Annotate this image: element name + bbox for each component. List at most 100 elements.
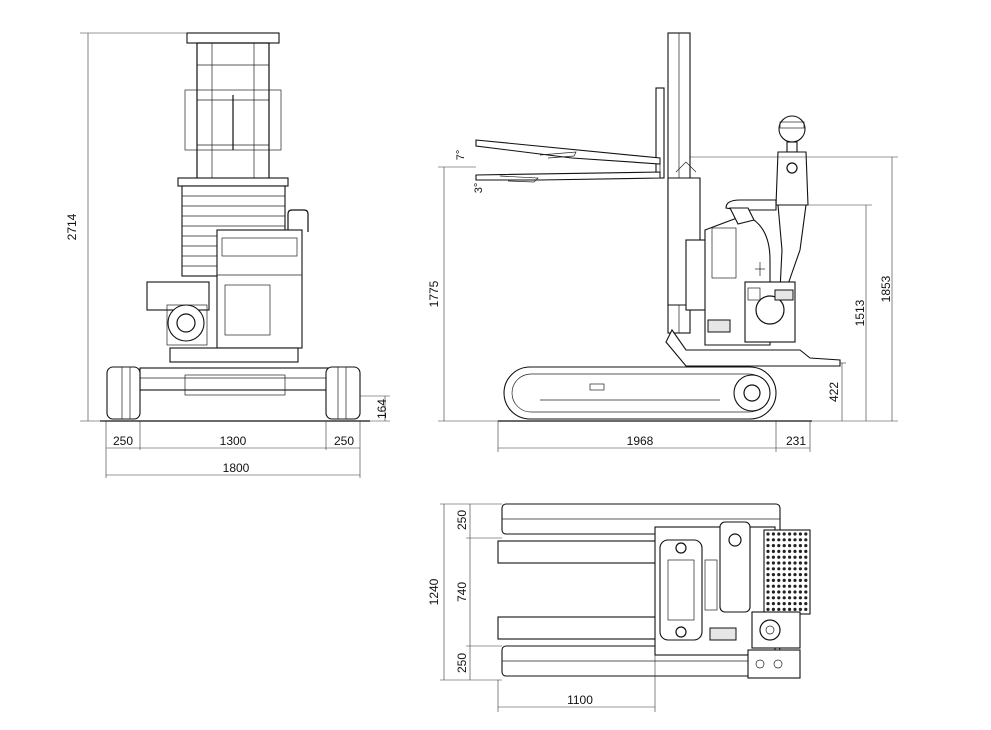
operator-figure	[725, 115, 809, 291]
radiator-dot	[798, 561, 803, 565]
side-fork-height: 1775	[427, 280, 441, 307]
radiator-dot	[766, 596, 770, 600]
top-view	[497, 503, 811, 679]
radiator-dot	[793, 538, 797, 542]
radiator-dot	[766, 549, 770, 554]
radiator-dot	[782, 602, 786, 606]
radiator-dot	[771, 555, 776, 559]
radiator-dot	[771, 538, 776, 542]
radiator-dot	[788, 607, 792, 612]
radiator-dot	[804, 561, 808, 565]
radiator-dot	[798, 573, 803, 577]
radiator-dot	[804, 607, 808, 612]
radiator-dot	[766, 584, 770, 588]
front-height-total: 2714	[65, 213, 79, 240]
radiator-dot	[771, 578, 776, 583]
radiator-dot	[777, 532, 781, 536]
radiator-dot	[798, 532, 803, 536]
radiator-dot	[771, 596, 776, 600]
radiator-dot	[777, 567, 781, 571]
radiator-dot	[766, 602, 770, 606]
radiator-dot	[766, 538, 770, 542]
radiator-dot	[782, 549, 786, 554]
radiator-dot	[782, 607, 786, 612]
front-width-total: 1800	[223, 461, 250, 475]
front-dimensions: 2714 164 250 1300 250 1800	[65, 32, 390, 478]
radiator-dot	[804, 578, 808, 583]
top-center-gap: 740	[455, 582, 469, 602]
radiator-dot	[777, 590, 781, 594]
radiator-dot	[793, 561, 797, 565]
radiator-dot	[771, 544, 776, 548]
radiator-dot	[788, 544, 792, 548]
radiator-dot	[766, 532, 770, 536]
fork-angle-up: 7°	[455, 150, 467, 161]
radiator-dot	[793, 555, 797, 559]
radiator-dot	[793, 596, 797, 600]
radiator-dot	[793, 567, 797, 571]
radiator-dots	[766, 532, 808, 612]
radiator-dot	[788, 567, 792, 571]
radiator-dot	[788, 561, 792, 565]
front-width-center: 1300	[220, 434, 247, 448]
radiator-dot	[771, 607, 776, 612]
front-ground-clearance: 164	[375, 399, 389, 419]
top-track-right: 250	[455, 653, 469, 673]
radiator-dot	[788, 590, 792, 594]
radiator-dot	[777, 596, 781, 600]
radiator-dot	[766, 578, 770, 583]
radiator-dot	[782, 561, 786, 565]
side-operator-height: 1853	[879, 275, 893, 302]
radiator-dot	[782, 584, 786, 588]
radiator-dot	[804, 567, 808, 571]
radiator-dot	[771, 573, 776, 577]
radiator-dot	[782, 532, 786, 536]
radiator-dot	[804, 584, 808, 588]
side-dimensions: 1775 1853 1513 422 1968 231	[427, 156, 898, 452]
front-view	[100, 32, 370, 422]
radiator-dot	[788, 602, 792, 606]
radiator-dot	[798, 590, 803, 594]
radiator-dot	[798, 602, 803, 606]
radiator-dot	[771, 567, 776, 571]
radiator-dot	[793, 590, 797, 594]
radiator-dot	[793, 549, 797, 554]
side-length-base: 1968	[627, 434, 654, 448]
radiator-dot	[798, 555, 803, 559]
top-track-left: 250	[455, 510, 469, 530]
radiator-dot	[793, 573, 797, 577]
radiator-dot	[798, 578, 803, 583]
radiator-dot	[788, 596, 792, 600]
radiator-dot	[782, 538, 786, 542]
radiator-dot	[766, 561, 770, 565]
radiator-dot	[804, 596, 808, 600]
side-view: 7° 3°	[455, 32, 841, 422]
radiator-dot	[771, 532, 776, 536]
radiator-dot	[777, 607, 781, 612]
radiator-dot	[777, 584, 781, 588]
radiator-dot	[793, 532, 797, 536]
radiator-dot	[766, 573, 770, 577]
radiator-dot	[777, 561, 781, 565]
radiator-dot	[798, 567, 803, 571]
radiator-dot	[793, 602, 797, 606]
radiator-dot	[798, 549, 803, 554]
radiator-dot	[766, 607, 770, 612]
radiator-dot	[771, 584, 776, 588]
radiator-dot	[782, 578, 786, 583]
radiator-dot	[766, 567, 770, 571]
radiator-dot	[771, 602, 776, 606]
radiator-dot	[782, 590, 786, 594]
front-width-right-track: 250	[334, 434, 354, 448]
radiator-dot	[798, 584, 803, 588]
radiator-dot	[777, 549, 781, 554]
radiator-dot	[793, 607, 797, 612]
radiator-dot	[788, 549, 792, 554]
radiator-dot	[804, 555, 808, 559]
radiator-dot	[804, 549, 808, 554]
radiator-dot	[766, 555, 770, 559]
side-length-overhang: 231	[786, 434, 806, 448]
radiator-dot	[804, 602, 808, 606]
radiator-dot	[771, 590, 776, 594]
